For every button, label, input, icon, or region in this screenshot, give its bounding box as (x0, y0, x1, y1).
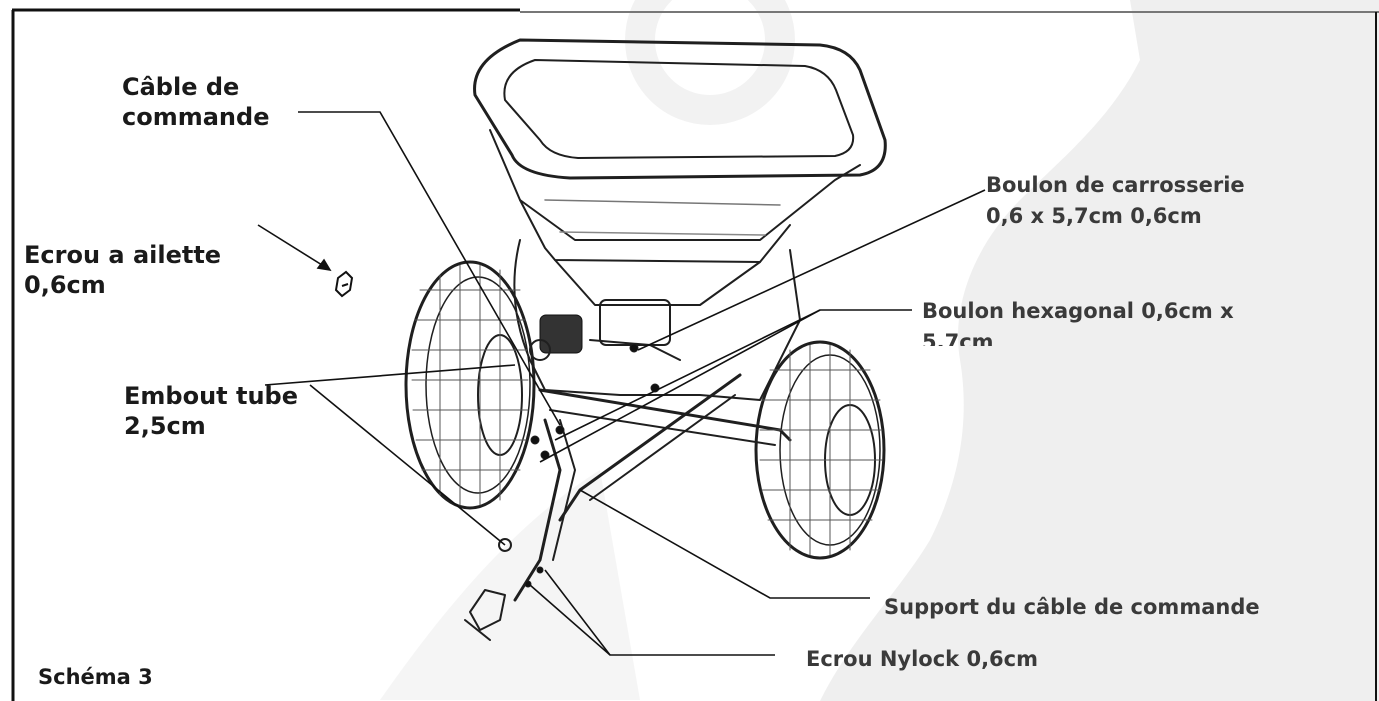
label-carriage-bolt-line2: 0,6 x 5,7cm 0,6cm (986, 204, 1202, 228)
label-carriage-bolt-line1: Boulon de carrosserie (986, 173, 1245, 197)
label-nylock-nut-text: Ecrou Nylock 0,6cm (806, 647, 1038, 671)
leader-carriage-bolt (637, 189, 986, 351)
spreader-frame (513, 239, 801, 401)
label-tube-end: Embout tube 2,5cm (124, 381, 298, 441)
page-frame (11, 8, 1379, 701)
label-wing-nut: Ecrou a ailette 0,6cm (24, 240, 221, 300)
leader-hex-bolt-2 (539, 309, 821, 463)
label-control-cable-line1: Câble de (122, 73, 240, 101)
label-control-cable-line2: commande (122, 103, 270, 131)
label-cable-support-text: Support du câble de commande (884, 595, 1260, 619)
label-hex-bolt-line1: Boulon hexagonal 0,6cm x (922, 299, 1234, 323)
leader-wing-nut (257, 224, 331, 271)
watermark-logo (380, 0, 1379, 701)
label-tube-end-line1: Embout tube (124, 382, 298, 410)
label-cable-support: Support du câble de commande (884, 592, 1260, 623)
right-wheel (754, 340, 886, 560)
leader-tube-end-upper (264, 364, 516, 386)
left-wheel (404, 260, 536, 510)
wing-nut-icon (334, 270, 354, 298)
leader-control-cable (298, 111, 561, 426)
label-hex-bolt-line2: 5.7cm (922, 330, 994, 346)
label-tube-end-line2: 2,5cm (124, 412, 206, 440)
label-carriage-bolt: Boulon de carrosserie 0,6 x 5,7cm 0,6cm (986, 170, 1245, 232)
leader-tube-end-lower (309, 384, 506, 546)
leader-hex-bolt-1 (554, 309, 912, 441)
label-wing-nut-line1: Ecrou a ailette (24, 241, 222, 269)
hopper-rim (473, 38, 887, 180)
label-wing-nut-line2: 0,6cm (24, 271, 106, 299)
leader-lines (257, 111, 986, 656)
figure-caption-text: Schéma 3 (38, 665, 153, 689)
tow-bracket (469, 589, 506, 631)
label-control-cable: Câble de commande (122, 72, 269, 132)
hopper-funnel (554, 259, 761, 306)
leader-cable-support (579, 489, 870, 599)
handle-tube-left (513, 418, 562, 602)
hopper-body (489, 129, 861, 241)
label-nylock-nut: Ecrou Nylock 0,6cm (806, 644, 1038, 675)
figure-caption: Schéma 3 (38, 664, 153, 690)
spreader-illustration (404, 38, 887, 641)
label-hex-bolt: Boulon hexagonal 0,6cm x 5.7cm (922, 296, 1234, 346)
